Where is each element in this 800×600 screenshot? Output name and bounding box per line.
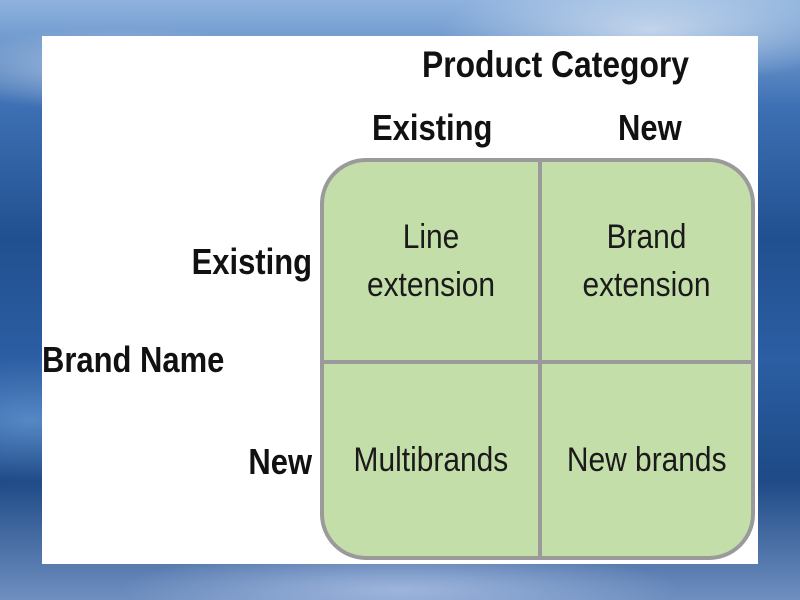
cell-multibrands-label: Multibrands [353, 441, 509, 479]
brand-strategy-matrix: Line extension Brand extension Multibran… [320, 158, 755, 560]
product-category-title: Product Category [422, 44, 689, 85]
cell-new-brands: New brands [542, 364, 751, 556]
row-header-existing: Existing [191, 241, 312, 282]
row-header-new: New [248, 441, 312, 482]
cell-multibrands: Multibrands [324, 364, 538, 556]
cell-new-brands-label: New brands [566, 441, 727, 479]
matrix-horizontal-divider [324, 360, 751, 364]
cell-line-extension-label: Line extension [366, 218, 496, 304]
slide: Product Category Existing New Existing N… [42, 36, 758, 564]
column-header-new: New [618, 107, 682, 148]
matrix-vertical-divider [538, 162, 542, 556]
cell-line-extension: Line extension [324, 162, 538, 360]
column-header-existing: Existing [372, 107, 493, 148]
brand-name-title: Brand Name [42, 339, 225, 380]
cell-brand-extension: Brand extension [542, 162, 751, 360]
cell-brand-extension-label: Brand extension [582, 218, 711, 304]
